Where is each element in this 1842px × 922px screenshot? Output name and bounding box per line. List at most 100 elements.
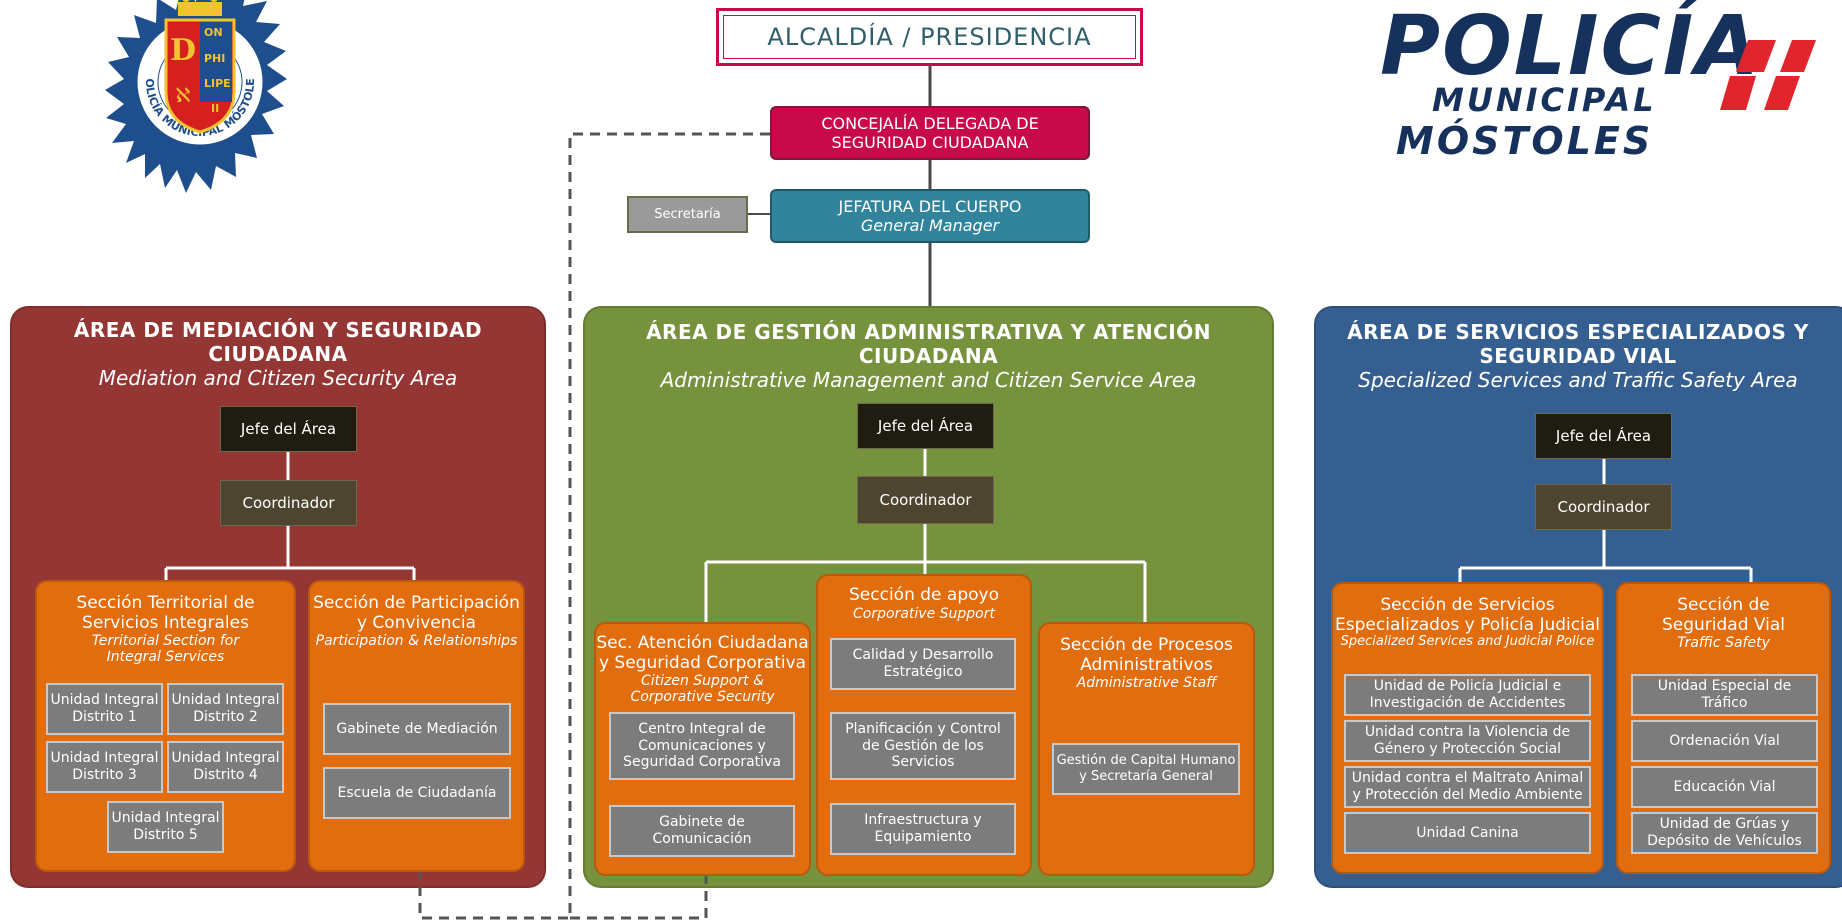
unit-line: Unidad Integral (171, 750, 280, 767)
unit-line: Comunicaciones y (638, 737, 766, 754)
unit-line: Unidad Especial de (1657, 678, 1792, 695)
unit-policia-judicial: Unidad de Policía Judicial e Investigaci… (1344, 674, 1591, 716)
unit-line: Gabinete de (659, 814, 745, 831)
section-title-en1: Administrative Staff (1076, 675, 1217, 692)
unit-line: Seguridad Corporativa (623, 754, 781, 771)
unit-line: Distrito 4 (193, 767, 258, 783)
section-title-line1: Sección de Servicios (1380, 595, 1555, 615)
alcaldia-label: ALCALDÍA / PRESIDENCIA (767, 23, 1092, 51)
jefatura-label: JEFATURA DEL CUERPO (838, 196, 1022, 216)
unit-line: Planificación y Control (845, 720, 1001, 737)
area3-title: ÁREA DE SERVICIOS ESPECIALIZADOS Y SEGUR… (1314, 320, 1842, 392)
unit-escuela-ciudadania: Escuela de Ciudadanía (323, 767, 511, 819)
concejalia-line2: SEGURIDAD CIUDADANA (831, 133, 1029, 152)
concejalia-box: CONCEJALÍA DELEGADA DE SEGURIDAD CIUDADA… (770, 106, 1090, 160)
police-badge-logo: POLICÍA MUNICIPAL MÓSTOLES D ℵ (105, 0, 287, 193)
shield-letter-1: ON (204, 26, 223, 39)
unit-line: Educación Vial (1673, 778, 1776, 795)
unit-line: Depósito de Vehículos (1647, 833, 1802, 849)
area3-coordinador-box: Coordinador (1535, 484, 1672, 530)
area3-jefe-label: Jefe del Área (1555, 427, 1652, 445)
area3-coordinador-label: Coordinador (1557, 498, 1650, 516)
section-title-en1: Citizen Support & (640, 673, 765, 690)
area3-jefe-box: Jefe del Área (1535, 413, 1672, 459)
section-title-en2: Integral Services (106, 649, 225, 666)
unit-line: Ordenación Vial (1669, 732, 1780, 749)
checkered-flag-icon (1720, 40, 1816, 110)
unit-line: Tráfico (1701, 695, 1748, 711)
unit-line: y Secretaría General (1079, 769, 1213, 784)
section-title-en1: Territorial Section for (91, 633, 240, 650)
jefatura-box: JEFATURA DEL CUERPO General Manager (770, 189, 1090, 243)
section-title-line2: Administrativos (1080, 654, 1213, 675)
unit-distrito-1: Unidad Integral Distrito 1 (46, 683, 163, 735)
section-title-line1: Sección de (1677, 595, 1770, 615)
logo-line-policia: POLICÍA (1380, 0, 1761, 94)
area2-title-en: Administrative Management and Citizen Se… (660, 368, 1197, 392)
section-title-line1: Sección de Procesos (1060, 635, 1233, 655)
area1-jefe-label: Jefe del Área (240, 420, 337, 438)
unit-violencia-genero: Unidad contra la Violencia de Género y P… (1344, 720, 1591, 762)
unit-line: Unidad Canina (1416, 824, 1519, 841)
area2-jefe-box: Jefe del Área (857, 403, 994, 449)
unit-line: Unidad de Policía Judicial e (1373, 678, 1562, 695)
unit-infraestructura: Infraestructura y Equipamiento (830, 803, 1016, 855)
unit-gruas-deposito: Unidad de Grúas y Depósito de Vehículos (1631, 812, 1818, 854)
area1-coordinador-label: Coordinador (242, 494, 335, 512)
unit-maltrato-animal: Unidad contra el Maltrato Animal y Prote… (1344, 766, 1591, 808)
unit-line: Distrito 2 (193, 709, 258, 725)
unit-distrito-5: Unidad Integral Distrito 5 (107, 801, 224, 853)
area2-coordinador-box: Coordinador (857, 476, 994, 524)
unit-educacion-vial: Educación Vial (1631, 766, 1818, 808)
unit-line: Distrito 3 (72, 767, 137, 783)
unit-gabinete-mediacion: Gabinete de Mediación (323, 703, 511, 755)
section-title-line2: Seguridad Vial (1661, 614, 1786, 635)
unit-line: Servicios (891, 754, 955, 771)
section-title-line2: y Convivencia (356, 612, 477, 633)
secretaria-label: Secretaría (654, 207, 721, 222)
logo-line-mostoles: MÓSTOLES (1396, 119, 1654, 163)
area3-title-line2: SEGURIDAD VIAL (1479, 344, 1677, 368)
unit-line: Equipamiento (874, 829, 972, 845)
unit-line: Unidad Integral (171, 692, 280, 709)
area1-title-en: Mediation and Citizen Security Area (98, 366, 458, 390)
section-title-line1: Sección de Participación (313, 593, 520, 613)
unit-gestion-capital-humano: Gestión de Capital Humano y Secretaría G… (1052, 743, 1240, 795)
area3-title-line1: ÁREA DE SERVICIOS ESPECIALIZADOS Y (1347, 320, 1809, 344)
section-title-en1: Traffic Safety (1677, 635, 1770, 652)
alcaldia-box: ALCALDÍA / PRESIDENCIA (716, 8, 1143, 66)
unit-line: Unidad Integral (50, 750, 159, 767)
concejalia-line1: CONCEJALÍA DELEGADA DE (821, 113, 1039, 133)
unit-line: y Protección del Medio Ambiente (1352, 787, 1583, 803)
shield-letter-4: II (211, 102, 220, 115)
area1-title: ÁREA DE MEDIACIÓN Y SEGURIDAD CIUDADANA … (10, 318, 546, 390)
section-title-line1: Sec. Atención Ciudadana (596, 633, 809, 653)
area1-title-line1: ÁREA DE MEDIACIÓN Y SEGURIDAD (73, 318, 483, 342)
section-title-en1: Corporative Support (853, 605, 995, 622)
section-title-line1: Sección Territorial de (76, 593, 255, 613)
area2-coordinador-label: Coordinador (879, 491, 972, 509)
unit-distrito-4: Unidad Integral Distrito 4 (167, 741, 284, 793)
unit-line: Centro Integral de (638, 720, 766, 737)
unit-line: Unidad contra la Violencia de (1364, 724, 1571, 741)
unit-planificacion-control: Planificación y Control de Gestión de lo… (830, 712, 1016, 780)
section-title-en1: Participation & Relationships (315, 633, 518, 650)
section-title-line1: Sección de apoyo (849, 585, 999, 605)
unit-line: Estratégico (883, 664, 963, 680)
section-title-line2: Servicios Integrales (82, 612, 249, 633)
policia-municipal-logo: POLICÍA MUNICIPAL MÓSTOLES (1370, 2, 1820, 162)
svg-text:D: D (170, 33, 196, 68)
area1-coordinador-box: Coordinador (220, 480, 357, 526)
secretaria-box: Secretaría (627, 196, 748, 233)
unit-line: Gabinete de Mediación (336, 720, 498, 737)
area3-title-en: Specialized Services and Traffic Safety … (1358, 368, 1798, 392)
unit-line: Escuela de Ciudadanía (337, 784, 497, 801)
section-title-line2: Especializados y Policía Judicial (1335, 614, 1600, 635)
section-title-line2: y Seguridad Corporativa (598, 652, 807, 673)
unit-calidad-desarrollo: Calidad y Desarrollo Estratégico (830, 638, 1016, 690)
area1-title-line2: CIUDADANA (208, 342, 348, 366)
unit-line: Infraestructura y (864, 812, 982, 829)
unit-line: Comunicación (652, 831, 752, 847)
svg-text:ℵ: ℵ (176, 83, 191, 107)
area2-jefe-label: Jefe del Área (877, 417, 974, 435)
